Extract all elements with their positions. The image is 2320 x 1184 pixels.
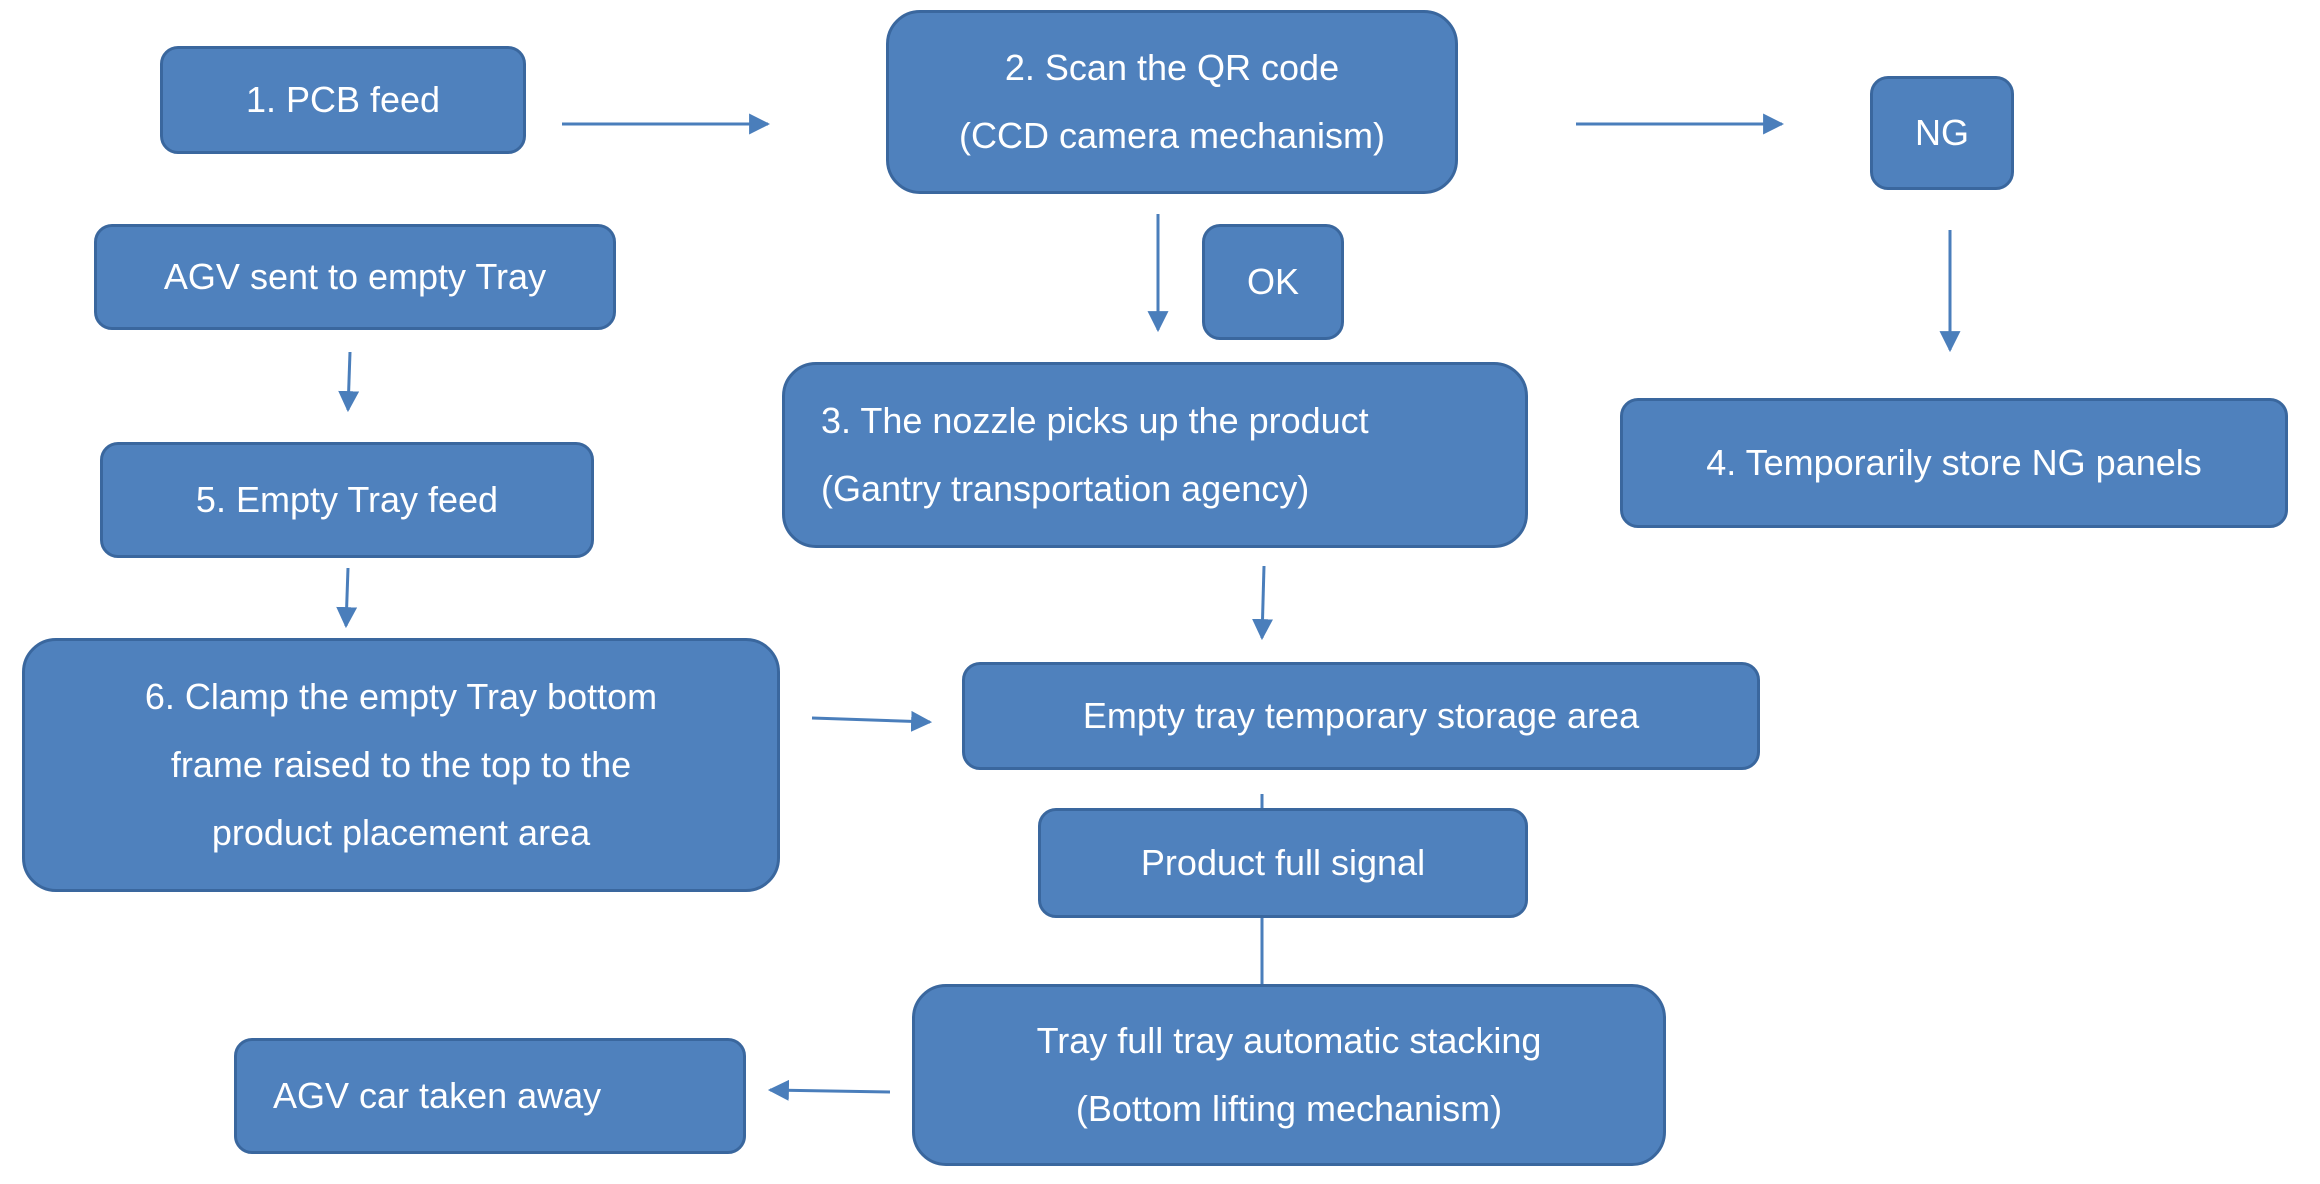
pcb-feed-box: 1. PCB feed bbox=[160, 46, 526, 154]
tray-storage-area-box: Empty tray temporary storage area bbox=[962, 662, 1760, 770]
scan-qr-code-box: 2. Scan the QR code (CCD camera mechanis… bbox=[886, 10, 1458, 194]
empty-tray-feed-box: 5. Empty Tray feed bbox=[100, 442, 594, 558]
auto-stacking-label: Tray full tray automatic stacking bbox=[1036, 1020, 1542, 1061]
clamp-tray-label-line-2: frame raised to the top to the bbox=[170, 744, 632, 785]
store-ng-panels-label: 4. Temporarily store NG panels bbox=[1706, 442, 2202, 483]
arrow-stacking-to-agv-away bbox=[767, 1079, 891, 1101]
ng-label: NG bbox=[1915, 112, 1969, 153]
nozzle-pick-box: 3. The nozzle picks up the product (Gant… bbox=[782, 362, 1528, 548]
ccd-camera-label: (CCD camera mechanism) bbox=[958, 115, 1386, 156]
agv-car-taken-away-label: AGV car taken away bbox=[273, 1075, 602, 1116]
auto-stacking-box: Tray full tray automatic stacking (Botto… bbox=[912, 984, 1666, 1166]
product-full-signal-box: Product full signal bbox=[1038, 808, 1528, 918]
gantry-label: (Gantry transportation agency) bbox=[821, 468, 1310, 509]
bottom-lifting-label: (Bottom lifting mechanism) bbox=[1075, 1088, 1503, 1129]
ok-box: OK bbox=[1202, 224, 1344, 340]
clamp-tray-box: 6. Clamp the empty Tray bottom frame rai… bbox=[22, 638, 780, 892]
ok-label: OK bbox=[1246, 261, 1299, 302]
arrow-empty-feed-to-clamp bbox=[336, 567, 358, 629]
product-full-signal-label: Product full signal bbox=[1140, 842, 1426, 883]
agv-car-taken-away-box: AGV car taken away bbox=[234, 1038, 746, 1154]
arrow-clamp-to-storage bbox=[811, 710, 933, 732]
agv-sent-box: AGV sent to empty Tray bbox=[94, 224, 616, 330]
tray-storage-area-label: Empty tray temporary storage area bbox=[1082, 695, 1640, 736]
agv-sent-label: AGV sent to empty Tray bbox=[163, 256, 547, 297]
clamp-tray-label-line-3: product placement area bbox=[211, 812, 591, 853]
nozzle-pick-label: 3. The nozzle picks up the product bbox=[821, 400, 1369, 441]
arrow-nozzle-to-storage bbox=[1252, 565, 1274, 641]
clamp-tray-label-line-1: 6. Clamp the empty Tray bottom bbox=[144, 676, 658, 717]
store-ng-panels-box: 4. Temporarily store NG panels bbox=[1620, 398, 2288, 528]
scan-qr-code-label: 2. Scan the QR code bbox=[1004, 47, 1340, 88]
pcb-feed-label: 1. PCB feed bbox=[245, 79, 441, 120]
arrow-agv-to-empty-feed bbox=[338, 351, 360, 413]
empty-tray-feed-label: 5. Empty Tray feed bbox=[195, 479, 499, 520]
ng-box: NG bbox=[1870, 76, 2014, 190]
